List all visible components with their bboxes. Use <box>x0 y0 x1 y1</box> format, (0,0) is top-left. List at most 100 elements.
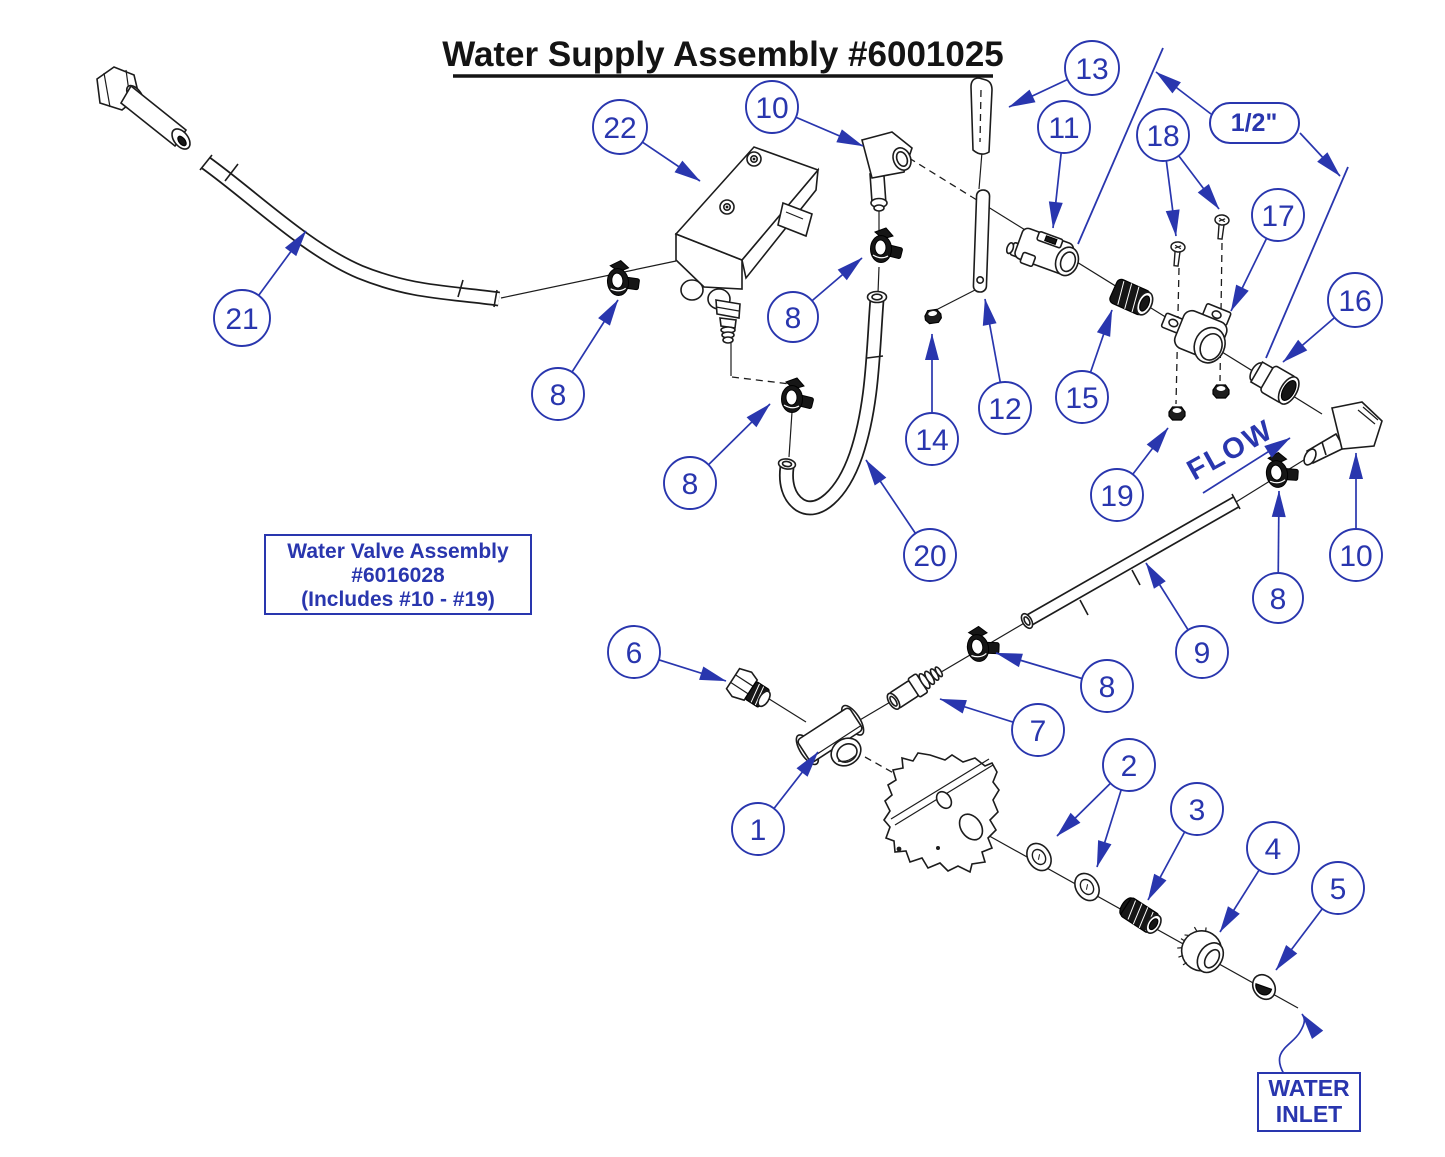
part-clamp-8-inline <box>962 622 1003 664</box>
water-inlet-callout: WATER INLET <box>1257 1013 1361 1132</box>
callout-14: 14 <box>905 412 959 466</box>
part-barb-fitting-7 <box>886 666 944 710</box>
callout-15: 15 <box>1055 370 1109 424</box>
callout-19: 19 <box>1090 468 1144 522</box>
callout-10-right: 10 <box>1329 528 1383 582</box>
part-elbow-10-right <box>1303 401 1383 466</box>
callout-8-valve-top: 8 <box>767 291 819 343</box>
svg-text:22: 22 <box>603 112 636 145</box>
part-clamp-8-valve-top <box>869 227 904 264</box>
valve-note-line1: Water Valve Assembly <box>287 540 509 563</box>
valve-assembly-note-box <box>264 534 532 615</box>
callout-8-inline: 8 <box>1080 659 1134 713</box>
part-clamp-8-outlet <box>1262 448 1302 490</box>
svg-text:1: 1 <box>750 814 767 847</box>
svg-text:18: 18 <box>1146 120 1179 153</box>
part-nut-19 <box>1168 406 1186 421</box>
part-screw-18a <box>1168 240 1187 268</box>
callout-16: 16 <box>1327 272 1383 328</box>
part-saddle-clamp-17 <box>1160 303 1232 364</box>
size-label-pill <box>1209 102 1300 144</box>
callout-9: 9 <box>1175 625 1229 679</box>
callout-13: 13 <box>1064 40 1120 96</box>
svg-text:14: 14 <box>915 424 948 457</box>
callout-17: 17 <box>1251 188 1305 242</box>
part-nut-14 <box>923 308 943 325</box>
part-nipple-3 <box>1119 897 1162 934</box>
svg-text:20: 20 <box>913 540 946 573</box>
part-bracket-strip-12 <box>972 189 991 293</box>
svg-text:13: 13 <box>1075 53 1108 86</box>
svg-text:17: 17 <box>1261 200 1294 233</box>
part-hose-21 <box>199 154 501 308</box>
title-block: Water Supply Assembly #6001025 <box>442 35 1004 78</box>
part-hex-plug-6 <box>725 667 771 708</box>
svg-text:7: 7 <box>1030 715 1047 748</box>
valve-note-line2: #6016028 <box>351 564 445 587</box>
callout-7: 7 <box>1011 703 1065 757</box>
svg-text:8: 8 <box>682 468 699 501</box>
dimension-half-inch: 1/2" <box>1077 47 1349 359</box>
callout-bubbles: 22 10 13 11 18 17 16 21 8 8 14 12 15 19 … <box>213 40 1383 915</box>
svg-text:21: 21 <box>225 303 258 336</box>
part-clamp-8-left <box>604 258 642 298</box>
part-nut-18 <box>1212 384 1230 399</box>
part-valve-body-11 <box>1005 227 1080 277</box>
flow-arrow <box>1202 437 1291 494</box>
part-elbow-10-top <box>861 131 913 212</box>
svg-text:10: 10 <box>755 92 788 125</box>
svg-text:10: 10 <box>1339 540 1372 573</box>
callout-10-top: 10 <box>745 80 799 134</box>
part-spacer-15 <box>1109 278 1154 316</box>
svg-text:9: 9 <box>1194 637 1211 670</box>
water-inlet-label-line1: WATER <box>1268 1075 1350 1101</box>
callout-8-hose-left: 8 <box>531 367 585 421</box>
callout-20: 20 <box>903 528 957 582</box>
svg-text:3: 3 <box>1189 794 1206 827</box>
callout-8-hose-20: 8 <box>663 456 717 510</box>
part-tee-1 <box>795 704 865 767</box>
part-tube-9 <box>1020 493 1241 630</box>
callout-18: 18 <box>1136 108 1190 162</box>
svg-text:8: 8 <box>550 379 567 412</box>
callout-12: 12 <box>978 381 1032 435</box>
water-inlet-box <box>1257 1072 1361 1132</box>
part-washer-2b <box>1069 868 1105 906</box>
water-inlet-arrow <box>1278 1013 1324 1075</box>
svg-text:4: 4 <box>1265 833 1282 866</box>
callout-1: 1 <box>731 802 785 856</box>
callout-5: 5 <box>1311 861 1365 915</box>
part-coupler-16 <box>1249 360 1300 405</box>
page-title: Water Supply Assembly #6001025 <box>442 35 1004 74</box>
svg-text:5: 5 <box>1330 873 1347 906</box>
part-hose-20 <box>777 290 888 516</box>
size-label: 1/2" <box>1231 109 1278 137</box>
svg-text:8: 8 <box>1270 583 1287 616</box>
part-knurled-nut-4 <box>1177 926 1225 974</box>
part-gasket-5 <box>1251 973 1277 1001</box>
svg-text:2: 2 <box>1121 750 1138 783</box>
part-screw-18b <box>1212 213 1231 241</box>
svg-text:8: 8 <box>1099 671 1116 704</box>
callout-4: 4 <box>1246 821 1300 875</box>
svg-text:19: 19 <box>1100 480 1133 513</box>
water-inlet-label-line2: INLET <box>1276 1101 1342 1127</box>
part-mounting-plate <box>882 752 1000 874</box>
svg-text:12: 12 <box>988 393 1021 426</box>
callout-8-outlet: 8 <box>1252 572 1304 624</box>
callout-22: 22 <box>592 99 648 155</box>
callout-21: 21 <box>213 289 271 347</box>
callout-2: 2 <box>1102 738 1156 792</box>
part-valve-block-22 <box>674 146 820 344</box>
callout-3: 3 <box>1170 782 1224 836</box>
svg-text:11: 11 <box>1048 112 1079 145</box>
svg-text:6: 6 <box>626 637 643 670</box>
callout-6: 6 <box>607 625 661 679</box>
part-supply-fitting <box>96 66 191 150</box>
valve-assembly-note: Water Valve Assembly #6016028 (Includes … <box>264 534 532 615</box>
svg-text:15: 15 <box>1065 382 1098 415</box>
svg-text:8: 8 <box>785 302 802 335</box>
svg-text:16: 16 <box>1338 285 1371 318</box>
